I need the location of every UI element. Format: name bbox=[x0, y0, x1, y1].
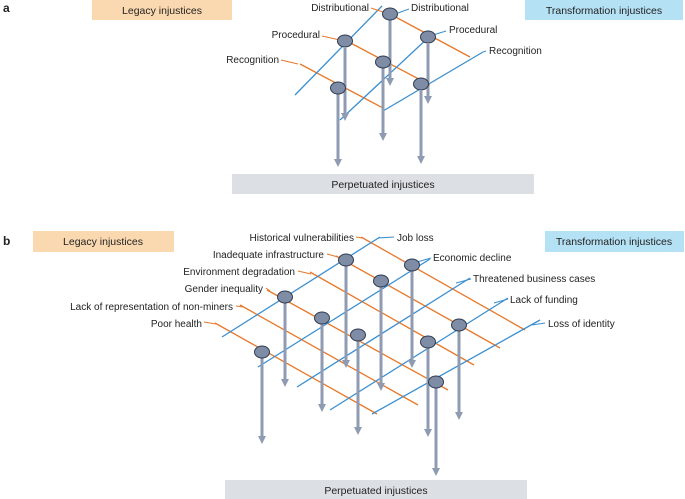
node-a-4 bbox=[375, 55, 391, 69]
legacy-line-b-historical bbox=[360, 236, 526, 331]
leader-b-gender bbox=[265, 287, 271, 292]
leader-b-historical bbox=[355, 236, 363, 239]
transformation-item-b-identity: Loss of identity bbox=[548, 319, 615, 330]
node-b-8 bbox=[420, 335, 436, 349]
transformation-lines-b bbox=[221, 236, 541, 415]
leader-b-business bbox=[455, 278, 472, 284]
legacy-injustices-label-a: Legacy injustices bbox=[122, 5, 202, 17]
legacy-line-b-infrastructure bbox=[335, 255, 501, 349]
legacy-item-b-infrastructure: Inadequate infrastructure bbox=[213, 250, 325, 261]
transformation-item-b-business: Threatened business cases bbox=[473, 274, 595, 285]
transformation-line-distributional bbox=[294, 5, 383, 96]
transformation-line-recognition bbox=[382, 51, 484, 112]
legacy-item-a-distributional: Distributional bbox=[311, 3, 369, 14]
leader-a-legacy-procedural bbox=[321, 35, 341, 41]
panel-b: b Legacy injustices Transformation injus… bbox=[3, 231, 684, 499]
leader-b-health bbox=[203, 321, 217, 325]
perpetuated-injustices-label-b: Perpetuated injustices bbox=[324, 485, 427, 497]
transformation-line-b-economic bbox=[257, 258, 431, 368]
legacy-injustices-box-b bbox=[33, 231, 174, 252]
node-b-2 bbox=[404, 258, 420, 272]
transformation-item-a-procedural: Procedural bbox=[449, 25, 497, 36]
transformation-item-b-economic: Economic decline bbox=[433, 253, 512, 264]
leader-b-job bbox=[377, 236, 395, 239]
legacy-injustices-box-a bbox=[92, 0, 232, 20]
transformation-injustices-label-a: Transformation injustices bbox=[546, 5, 662, 17]
panel-a-letter: a bbox=[3, 1, 10, 15]
legacy-item-b-gender: Gender inequality bbox=[185, 284, 263, 295]
arrows-b bbox=[258, 266, 463, 476]
transformation-line-b-funding bbox=[329, 297, 509, 411]
node-b-7 bbox=[350, 328, 366, 342]
leader-b-funding bbox=[493, 298, 509, 304]
node-a-2 bbox=[420, 30, 436, 44]
transformation-injustices-box-b bbox=[545, 231, 684, 252]
legacy-injustices-label-b: Legacy injustices bbox=[63, 236, 143, 248]
leader-a-legacy-recognition bbox=[280, 59, 299, 65]
transformation-injustices-label-b: Transformation injustices bbox=[556, 236, 672, 248]
legacy-item-b-historical: Historical vulnerabilities bbox=[250, 233, 354, 244]
transformation-line-b-job bbox=[221, 236, 381, 338]
transformation-line-b-business bbox=[296, 277, 471, 388]
transformation-item-b-job: Job loss bbox=[397, 233, 434, 244]
node-b-3 bbox=[373, 274, 389, 288]
leader-b-infrastructure bbox=[326, 253, 339, 258]
leader-a-transformation-recognition bbox=[482, 50, 487, 53]
node-b-5 bbox=[314, 311, 330, 325]
perpetuated-injustices-box-a bbox=[232, 174, 534, 194]
node-a-1 bbox=[382, 7, 398, 21]
legacy-item-b-representation: Lack of representation of non-miners bbox=[70, 302, 233, 313]
legacy-line-b-environment bbox=[309, 271, 475, 366]
nodes-b bbox=[254, 253, 467, 389]
legacy-item-b-environment: Environment degradation bbox=[183, 267, 295, 278]
node-b-4 bbox=[277, 290, 293, 304]
node-a-3 bbox=[337, 34, 353, 48]
leaders-b bbox=[203, 236, 546, 326]
node-a-5 bbox=[330, 81, 346, 95]
nodes-a bbox=[330, 7, 436, 95]
panel-b-letter: b bbox=[3, 234, 10, 248]
arrows-a bbox=[334, 20, 432, 167]
legacy-item-a-recognition: Recognition bbox=[226, 55, 279, 66]
panel-a: a Legacy injustices Transformation injus… bbox=[3, 0, 683, 194]
node-a-6 bbox=[413, 77, 429, 91]
leader-b-environment bbox=[297, 270, 312, 275]
leader-a-transformation-distributional bbox=[397, 8, 410, 14]
legacy-item-b-health: Poor health bbox=[151, 319, 202, 330]
transformation-injustices-box-a bbox=[525, 0, 683, 20]
transformation-item-b-funding: Lack of funding bbox=[510, 295, 578, 306]
legacy-lines-b bbox=[214, 236, 526, 415]
transformation-item-a-recognition: Recognition bbox=[489, 46, 542, 57]
perpetuated-injustices-box-b bbox=[225, 480, 527, 499]
leader-b-representation bbox=[235, 305, 244, 308]
legacy-item-a-procedural: Procedural bbox=[272, 30, 320, 41]
legacy-line-b-representation bbox=[239, 304, 419, 406]
node-b-10 bbox=[428, 375, 444, 389]
transformation-line-procedural bbox=[339, 35, 431, 121]
leader-b-economic bbox=[416, 257, 432, 263]
legacy-line-b-health bbox=[214, 322, 378, 415]
transformation-item-a-distributional: Distributional bbox=[411, 3, 469, 14]
perpetuated-injustices-label-a: Perpetuated injustices bbox=[331, 179, 434, 191]
transformation-line-b-identity bbox=[371, 319, 541, 415]
leader-b-identity bbox=[531, 322, 546, 326]
node-b-1 bbox=[338, 253, 354, 267]
node-b-6 bbox=[451, 318, 467, 332]
node-b-9 bbox=[254, 345, 270, 359]
